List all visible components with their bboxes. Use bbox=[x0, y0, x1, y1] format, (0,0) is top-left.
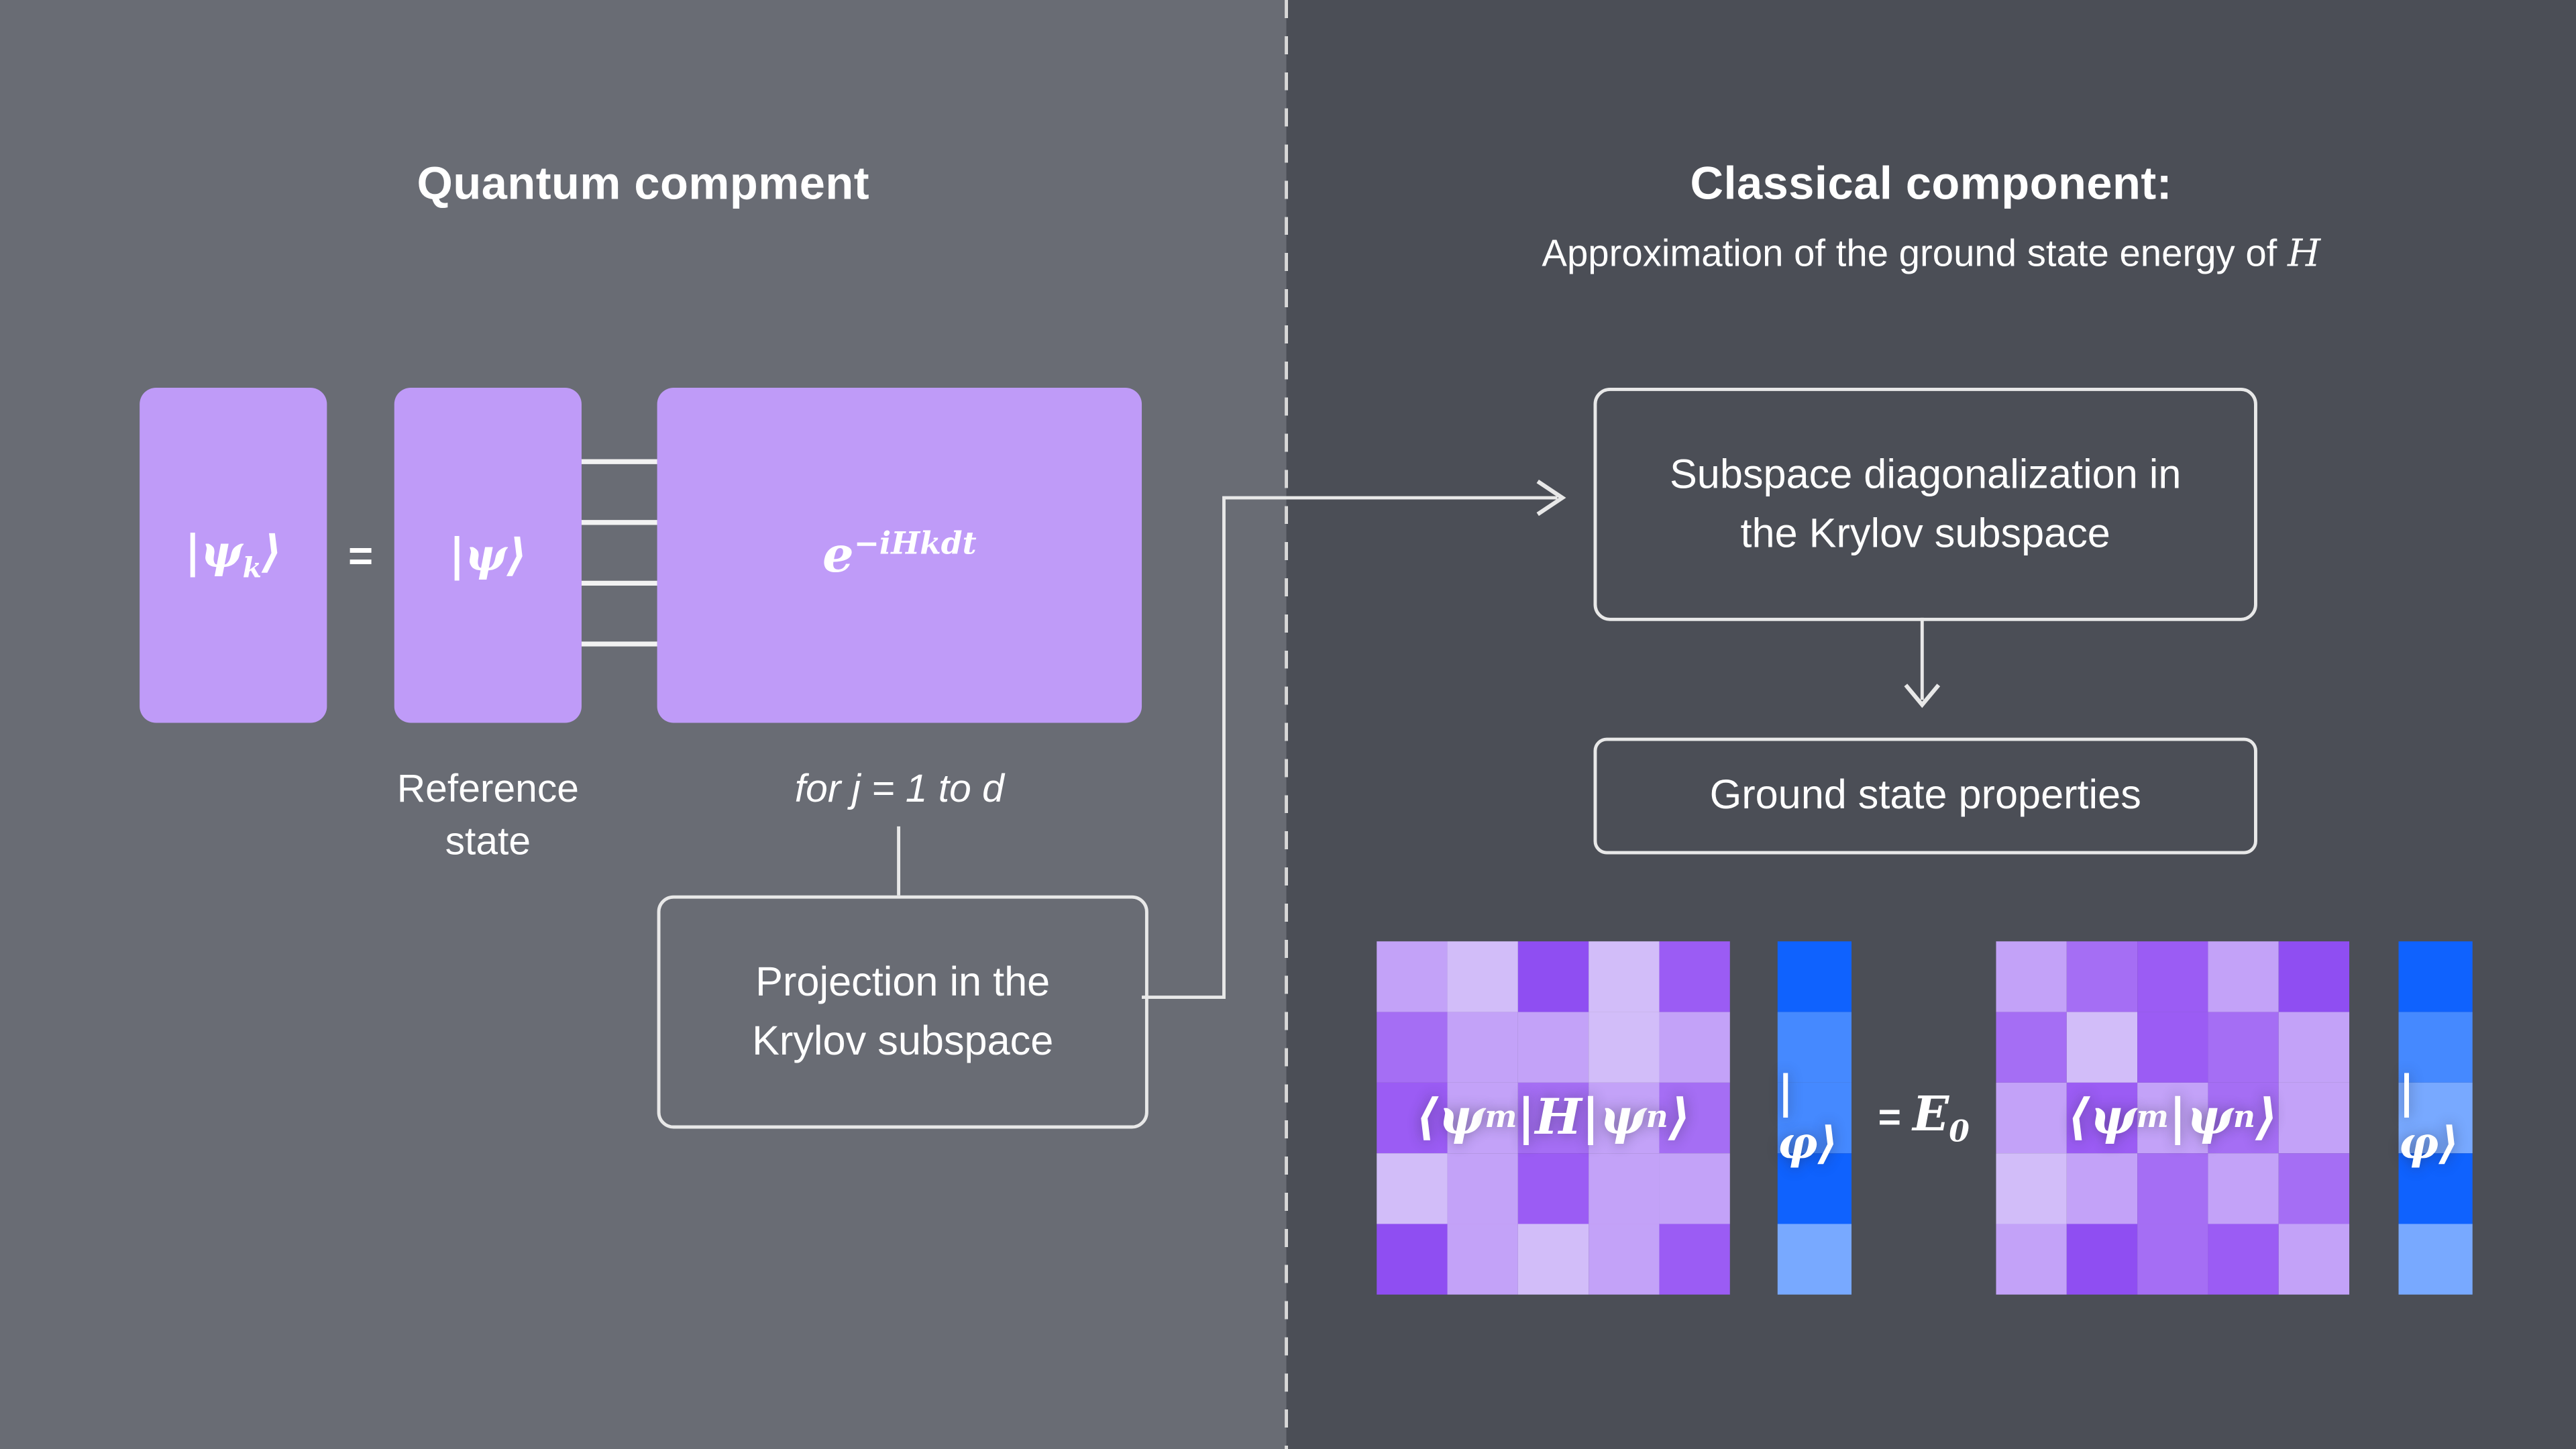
matrix-cell bbox=[2278, 1012, 2350, 1083]
matrix-cell bbox=[2137, 1153, 2208, 1224]
reference-state-caption: Reference state bbox=[396, 767, 579, 865]
matrix-cell bbox=[2398, 1153, 2473, 1224]
psi-label: |ψ⟩ bbox=[449, 529, 527, 581]
matrix-cell bbox=[1517, 1082, 1589, 1154]
ground-energy-label: E0 bbox=[1913, 1086, 1970, 1150]
matrix-cell bbox=[1996, 1224, 2067, 1295]
matrix-cell bbox=[2278, 1224, 2350, 1295]
time-evolution-box: e−iHkdt bbox=[657, 387, 1142, 723]
ground-state-properties-box: Ground state properties bbox=[1593, 737, 2257, 855]
matrix-cell bbox=[2066, 1082, 2138, 1154]
subspace-diagonalization-label: Subspace diagonalization in the Krylov s… bbox=[1669, 451, 2182, 557]
matrix-cell bbox=[1777, 1224, 1852, 1295]
dashed-divider bbox=[1285, 0, 1289, 1449]
matrix-cell bbox=[1777, 941, 1852, 1012]
matrix-cell bbox=[2398, 1224, 2473, 1295]
matrix-cell bbox=[1996, 941, 2067, 1012]
projection-box-label: Projection in the Krylov subspace bbox=[752, 959, 1054, 1065]
evolution-operator-label: e−iHkdt bbox=[822, 526, 977, 584]
matrix-cell bbox=[1659, 1153, 1730, 1224]
matrix-cell bbox=[1447, 1082, 1518, 1154]
matrix-cell bbox=[1589, 1224, 1660, 1295]
matrix-cell bbox=[1377, 1082, 1448, 1154]
hamiltonian-matrix bbox=[1377, 941, 1730, 1295]
matrix-cell bbox=[2066, 1012, 2138, 1083]
classical-title: Classical component: bbox=[1690, 158, 2173, 209]
matrix-cell bbox=[2066, 1224, 2138, 1295]
classical-subtitle-text: Approximation of the ground state energy… bbox=[1542, 231, 2288, 274]
matrix-cell bbox=[2278, 941, 2350, 1012]
matrix-cell bbox=[2066, 1153, 2138, 1224]
matrix-cell bbox=[2398, 1082, 2473, 1154]
for-loop-caption: for j = 1 to d bbox=[794, 767, 1004, 812]
matrix-cell bbox=[1517, 1153, 1589, 1224]
matrix-cell bbox=[2208, 1224, 2279, 1295]
matrix-cell bbox=[1777, 1012, 1852, 1083]
quantum-title: Quantum compment bbox=[417, 158, 870, 209]
matrix-cell bbox=[1589, 1153, 1660, 1224]
projection-box: Projection in the Krylov subspace bbox=[657, 895, 1148, 1129]
matrix-cell bbox=[1377, 1153, 1448, 1224]
matrix-cell bbox=[2137, 941, 2208, 1012]
matrix-cell bbox=[2208, 1082, 2279, 1154]
subspace-diagonalization-box: Subspace diagonalization in the Krylov s… bbox=[1593, 387, 2257, 621]
eigenvector-left bbox=[1777, 941, 1852, 1295]
matrix-cell bbox=[2208, 1153, 2279, 1224]
matrix-cell bbox=[1659, 1224, 1730, 1295]
matrix-cell bbox=[1447, 1224, 1518, 1295]
matrix-cell bbox=[2398, 941, 2473, 1012]
matrix-cell bbox=[1377, 1012, 1448, 1083]
matrix-cell bbox=[1517, 1224, 1589, 1295]
reference-state-box: |ψ⟩ bbox=[394, 387, 582, 723]
matrix-cell bbox=[2137, 1082, 2208, 1154]
matrix-cell bbox=[1447, 941, 1518, 1012]
matrix-cell bbox=[2066, 941, 2138, 1012]
equation-equals-sign: = bbox=[1878, 1095, 1901, 1140]
classical-subtitle: Approximation of the ground state energy… bbox=[1287, 231, 2576, 276]
matrix-cell bbox=[1447, 1153, 1518, 1224]
overlap-matrix bbox=[1996, 941, 2350, 1295]
matrix-cell bbox=[2137, 1224, 2208, 1295]
matrix-cell bbox=[1377, 1224, 1448, 1295]
matrix-cell bbox=[1996, 1153, 2067, 1224]
psi-k-label: |ψk⟩ bbox=[184, 527, 282, 584]
matrix-cell bbox=[2278, 1082, 2350, 1154]
matrix-cell bbox=[1447, 1012, 1518, 1083]
matrix-cell bbox=[2398, 1012, 2473, 1083]
classical-subtitle-h: H bbox=[2287, 233, 2321, 276]
matrix-cell bbox=[1517, 1012, 1589, 1083]
matrix-cell bbox=[1996, 1012, 2067, 1083]
matrix-cell bbox=[1517, 941, 1589, 1012]
matrix-cell bbox=[1777, 1153, 1852, 1224]
matrix-cell bbox=[1777, 1082, 1852, 1154]
matrix-cell bbox=[1996, 1082, 2067, 1154]
matrix-cell bbox=[1659, 1082, 1730, 1154]
matrix-cell bbox=[2208, 941, 2279, 1012]
matrix-cell bbox=[1659, 1012, 1730, 1083]
matrix-cell bbox=[1377, 941, 1448, 1012]
matrix-cell bbox=[2208, 1012, 2279, 1083]
eigenvector-right bbox=[2398, 941, 2473, 1295]
matrix-cell bbox=[1659, 941, 1730, 1012]
quantum-panel-background bbox=[0, 0, 1287, 1449]
matrix-cell bbox=[2137, 1012, 2208, 1083]
matrix-cell bbox=[1589, 1012, 1660, 1083]
matrix-cell bbox=[2278, 1153, 2350, 1224]
equals-sign: = bbox=[347, 529, 374, 580]
matrix-cell bbox=[1589, 1082, 1660, 1154]
state-psi-k-box: |ψk⟩ bbox=[140, 387, 327, 723]
ground-state-properties-label: Ground state properties bbox=[1709, 772, 2141, 819]
matrix-cell bbox=[1589, 941, 1660, 1012]
eigenvalue-equation: = E0 bbox=[1851, 941, 1996, 1295]
